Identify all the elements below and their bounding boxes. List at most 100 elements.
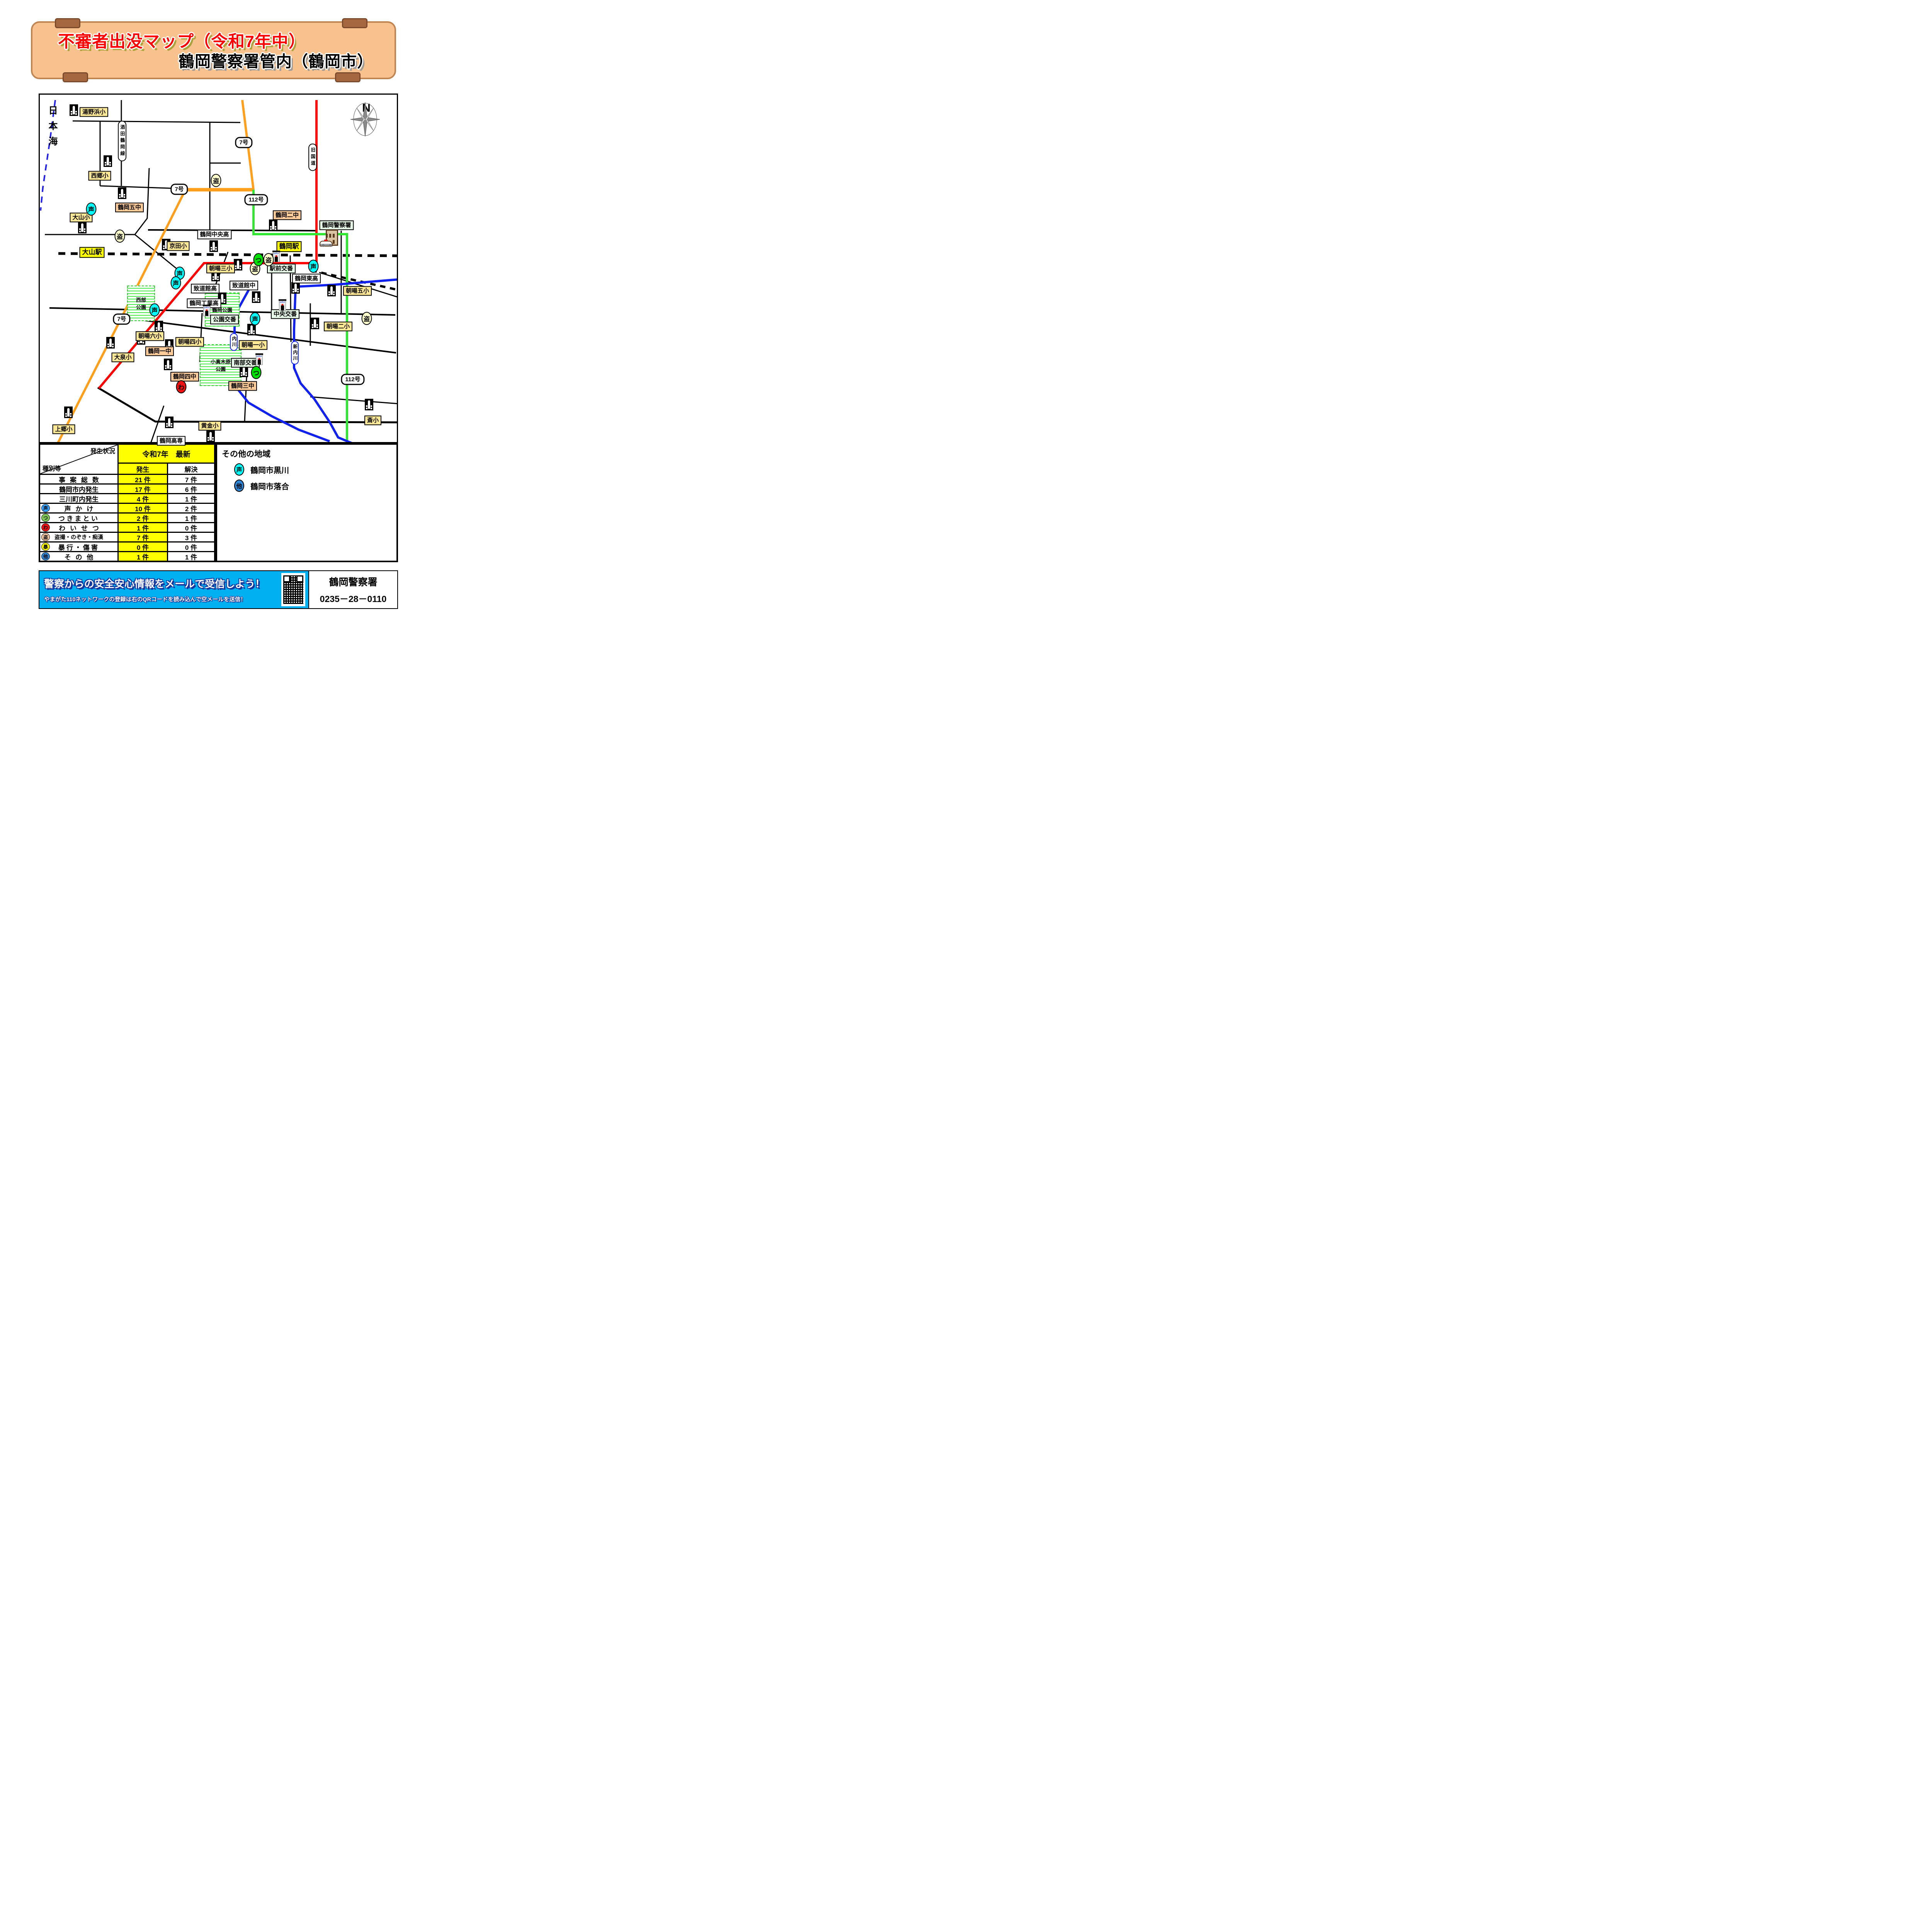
road-street xyxy=(244,369,248,422)
police-box-sign: police xyxy=(256,355,262,358)
police-box-lamp-icon xyxy=(281,304,284,306)
school-windows-icon xyxy=(156,327,157,329)
police-box-sign: police xyxy=(279,301,286,304)
school-building-icon xyxy=(234,259,242,270)
other-area-icon: 他 xyxy=(234,480,244,492)
solve-count-cell: 2 件 xyxy=(168,504,214,513)
table-row-label: 鶴岡市内発生 xyxy=(40,485,117,493)
mail-info-banner: 警察からの安全安心情報をメールで受信しよう！ やまがた110ネットワークの登録は… xyxy=(39,570,398,609)
table-year-header: 令和7年 最新 xyxy=(119,445,214,463)
school-tower-icon xyxy=(250,325,253,334)
police-phone-number: 0235－28－0110 xyxy=(320,594,387,604)
incident-icon: 盗 xyxy=(114,230,125,243)
category-icon: 暴 xyxy=(41,543,50,551)
category-icon: 他 xyxy=(41,552,50,561)
solve-count-cell: 1 件 xyxy=(168,494,214,503)
category-icon: つ xyxy=(41,514,50,522)
school-windows-icon xyxy=(312,324,313,326)
table-row-label-text: わわいせつ xyxy=(40,523,117,532)
park-area: 西部 公園 xyxy=(127,286,155,321)
sign-tab-icon xyxy=(342,18,367,28)
school-windows-icon xyxy=(293,289,294,290)
school-windows-icon xyxy=(79,228,81,230)
school-tower-icon xyxy=(67,408,70,417)
police-box-door-icon xyxy=(281,305,284,311)
road-street xyxy=(319,272,397,298)
school-building-icon xyxy=(118,187,126,199)
school-windows-icon xyxy=(241,372,242,374)
school-building-icon xyxy=(106,337,115,349)
road-rail-branch xyxy=(311,269,397,291)
road-street xyxy=(97,386,397,423)
school-building-icon xyxy=(291,282,300,294)
school-windows-icon xyxy=(163,245,165,247)
table-row-label: 暴暴行・傷害 xyxy=(40,543,117,551)
junior-label: 鶴岡五中 xyxy=(115,202,144,213)
school-tower-icon xyxy=(73,106,75,114)
road-street xyxy=(150,405,165,442)
solve-count-cell: 1 件 xyxy=(168,552,214,561)
table-row-label-text: 他 その他 xyxy=(40,552,117,561)
school-tower-icon xyxy=(107,157,109,165)
table-row-label: つつきまとい xyxy=(40,514,117,522)
high-label: 致道館高 xyxy=(191,284,220,294)
school-tower-icon xyxy=(109,338,112,347)
table-row-label-text: 盗盗撮・のぞき・痴漢 xyxy=(40,533,117,541)
police-box-icon: police xyxy=(272,250,280,262)
road-street xyxy=(100,185,180,189)
oval-label: 酒田鶴岡線 xyxy=(118,121,126,162)
school-building-icon xyxy=(206,430,215,442)
table-row-label: 他 その他 xyxy=(40,552,117,561)
solve-count-cell: 7 件 xyxy=(168,475,214,484)
category-icon: 声 xyxy=(41,504,50,512)
road-shin-uchikawa-river xyxy=(293,278,397,442)
table-row-label-value: 事案総数 xyxy=(59,476,104,484)
police-hq-windows-icon xyxy=(333,234,335,238)
school-label: 朝暘三小 xyxy=(206,264,235,274)
incident-icon: 盗 xyxy=(211,174,221,187)
school-tower-icon xyxy=(221,294,223,303)
school-building-icon xyxy=(247,324,256,335)
school-building-icon xyxy=(70,104,78,116)
school-building-icon xyxy=(311,318,319,329)
school-tower-icon xyxy=(168,418,170,427)
police-box-door-icon xyxy=(258,359,261,365)
incident-icon: 声 xyxy=(250,312,260,325)
sign-tab-icon xyxy=(335,72,361,82)
river-label: 内川 xyxy=(230,333,238,351)
school-tower-icon xyxy=(255,293,257,301)
school-building-icon xyxy=(240,366,248,377)
road-street xyxy=(310,396,397,405)
shield-label: 7号 xyxy=(113,313,131,325)
shield-label: 7号 xyxy=(235,137,253,148)
school-windows-icon xyxy=(119,194,121,196)
police-contact-box: 鶴岡警察署 0235－28－0110 xyxy=(309,571,397,608)
school-label: 京田小 xyxy=(167,241,190,251)
other-area-item: 他鶴岡市落合 xyxy=(234,480,396,492)
other-areas-heading: その他の地域 xyxy=(222,450,270,459)
school-tower-icon xyxy=(330,286,333,295)
other-areas-box: その他の地域 声鶴岡市黒川他鶴岡市落合 xyxy=(216,443,398,562)
incident-icon: 声 xyxy=(308,260,319,273)
table-row-label-value: その他 xyxy=(64,553,98,561)
junior-label: 鶴岡三中 xyxy=(228,381,257,391)
other-area-icon: 声 xyxy=(234,463,244,476)
road-street xyxy=(72,120,241,123)
school-label: 朝暘六小 xyxy=(135,331,165,341)
solve-count-cell: 1 件 xyxy=(168,514,214,522)
qr-code-icon xyxy=(281,573,305,606)
school-tower-icon xyxy=(243,367,245,376)
other-area-item: 声鶴岡市黒川 xyxy=(234,463,396,476)
school-building-icon xyxy=(78,222,87,233)
school-tower-icon xyxy=(121,189,123,197)
road-street xyxy=(134,234,182,273)
school-windows-icon xyxy=(253,298,255,299)
table-row-label-value: 鶴岡市内発生 xyxy=(59,486,99,493)
police-box-sign: police xyxy=(204,306,210,309)
incident-icon: 盗 xyxy=(263,253,274,266)
police-box-door-icon xyxy=(275,257,278,262)
corner-situation-label: 発生状況 xyxy=(90,448,115,455)
school-label: 大泉小 xyxy=(111,352,134,362)
koban-label: 公園交番 xyxy=(210,315,239,325)
